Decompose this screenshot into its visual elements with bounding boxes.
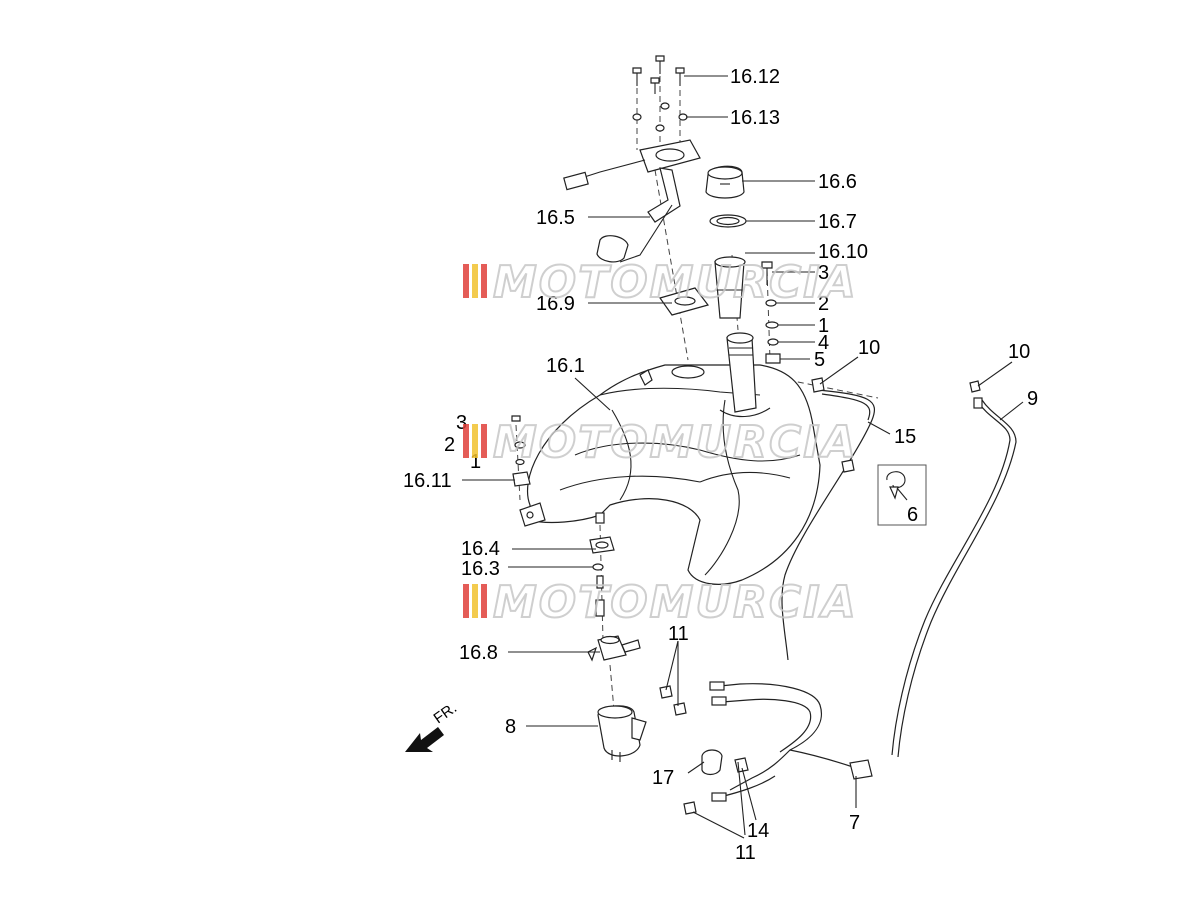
callout-15: 15: [894, 426, 916, 448]
callout-16-7: 16.7: [818, 211, 857, 233]
callout-1-left: 1: [470, 451, 481, 473]
washer-16-3: [592, 563, 605, 617]
fuel-filter-8: [597, 705, 647, 762]
callout-3-top: 3: [818, 262, 829, 284]
breather-hose-15: [781, 377, 876, 661]
callout-3-left: 3: [456, 412, 467, 434]
watermark-top: MOTOMURCIA: [463, 256, 858, 309]
callout-11-upper: 11: [668, 623, 689, 645]
callout-9: 9: [1027, 388, 1038, 410]
callout-labels: 16.12 16.13 16.6 16.5 16.7 16.10 3 2 1 4…: [403, 66, 1038, 864]
callout-16-9: 16.9: [536, 293, 575, 315]
pump-gasket-16-9: [659, 287, 710, 316]
hose-clip-6-box: [877, 464, 927, 526]
watermark-text-bottom: MOTOMURCIA: [493, 577, 858, 628]
bolts-16-12: [632, 55, 685, 94]
callout-16-4: 16.4: [461, 538, 500, 560]
callout-16-13: 16.13: [730, 107, 780, 129]
front-indicator-label: FR.: [431, 699, 461, 727]
leader-lines: [462, 75, 1024, 839]
washers-16-13: [632, 102, 688, 132]
callout-16-3: 16.3: [461, 558, 500, 580]
callout-7: 7: [849, 812, 860, 834]
callout-14: 14: [747, 820, 769, 842]
callout-16-5: 16.5: [536, 207, 575, 229]
watermark-text-top: MOTOMURCIA: [493, 257, 858, 308]
fuel-cap-16-6: [705, 165, 745, 199]
watermark-bottom: MOTOMURCIA: [463, 576, 858, 629]
callout-2-left: 2: [444, 434, 455, 456]
callout-8: 8: [505, 716, 516, 738]
callout-11-lower: 11: [735, 842, 756, 864]
fuel-tap-16-8: [587, 635, 641, 662]
callout-2-top: 2: [818, 293, 829, 315]
fuel-tank-16-1: [519, 332, 821, 585]
fuel-level-sender-16-5: [563, 139, 701, 263]
clamp-16-4: [589, 536, 615, 554]
hardware-stack-left: [511, 415, 531, 487]
callout-17: 17: [652, 767, 674, 789]
callout-16-12: 16.12: [730, 66, 780, 88]
overflow-hose-9: [891, 380, 1017, 758]
callout-10-mid: 10: [858, 337, 880, 359]
callout-16-11: 16.11: [403, 470, 452, 492]
fuel-lines-assembly: [659, 681, 873, 815]
filler-neck-16-10: [714, 256, 746, 319]
callout-16-10: 16.10: [818, 241, 868, 263]
callout-5-top: 5: [814, 349, 825, 371]
callout-10-right: 10: [1008, 341, 1030, 363]
cap-gasket-16-7: [709, 214, 747, 228]
callout-16-1: 16.1: [546, 355, 585, 377]
callout-6: 6: [907, 504, 918, 526]
callout-4-top: 4: [818, 332, 829, 354]
front-direction-indicator: FR.: [405, 699, 460, 752]
callout-16-6: 16.6: [818, 171, 857, 193]
watermark-middle: MOTOMURCIA: [463, 416, 858, 469]
watermark-text-middle: MOTOMURCIA: [493, 417, 858, 468]
callout-1-top: 1: [818, 315, 829, 337]
callout-16-8: 16.8: [459, 642, 498, 664]
